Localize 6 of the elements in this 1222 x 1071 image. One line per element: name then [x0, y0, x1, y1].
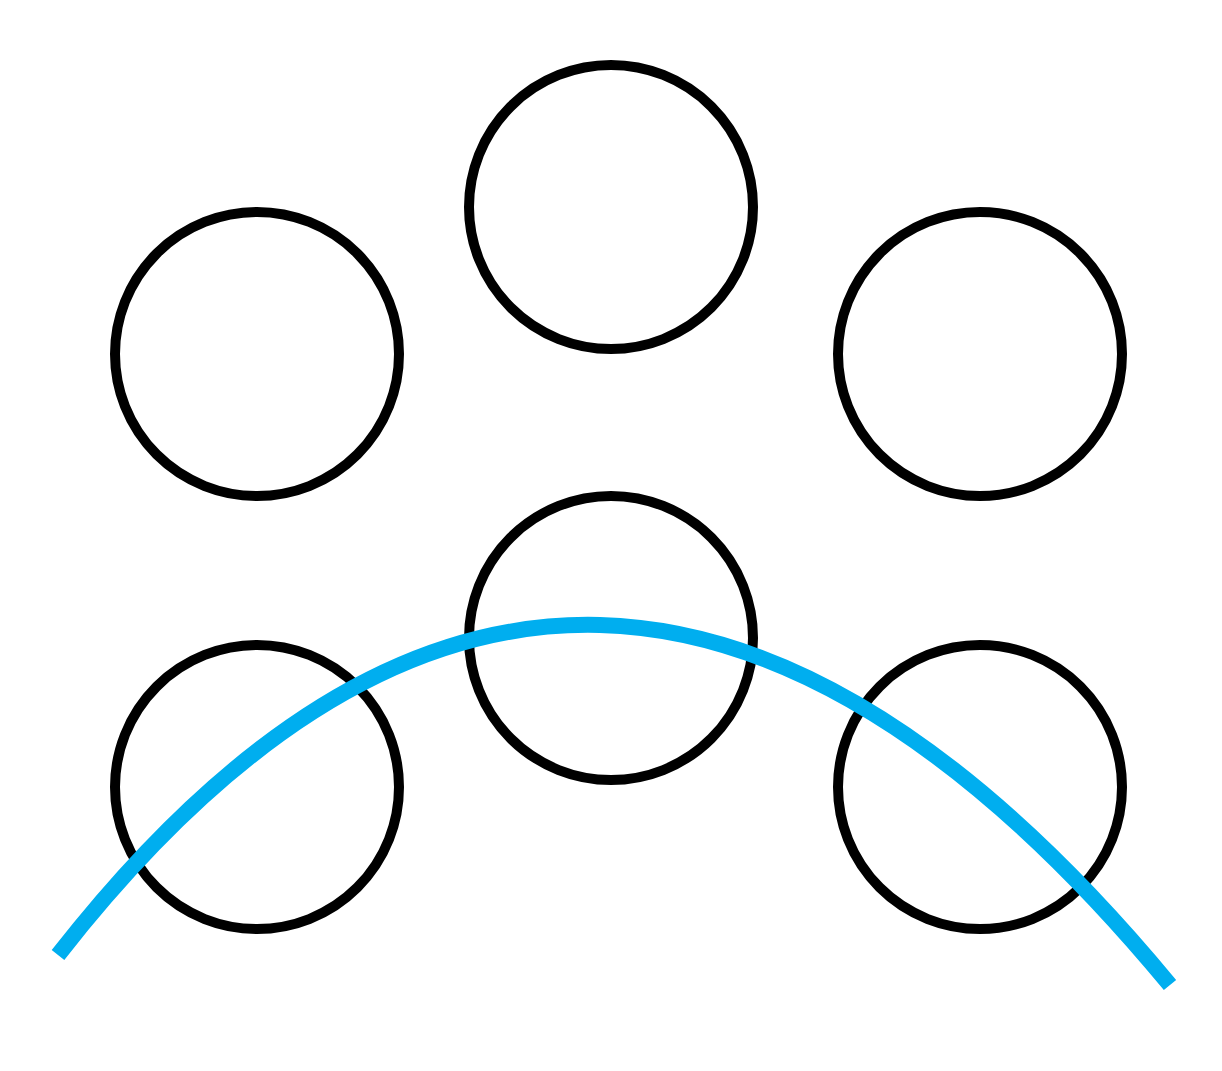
circle — [464, 60, 758, 354]
circle — [110, 640, 404, 934]
circle — [833, 640, 1127, 934]
circle — [833, 207, 1127, 501]
circle — [110, 207, 404, 501]
circle — [464, 491, 758, 785]
